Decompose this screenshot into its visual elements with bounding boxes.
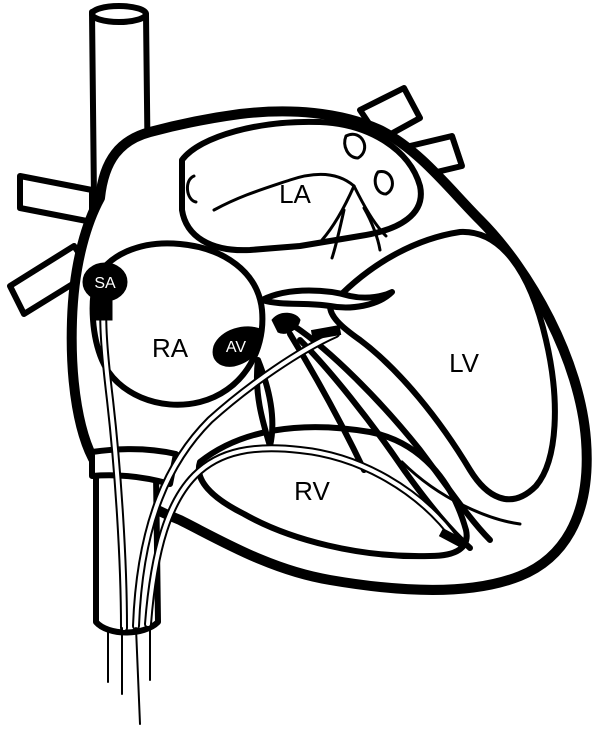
lv-label: LV bbox=[449, 348, 480, 378]
ra-label: RA bbox=[152, 333, 189, 363]
sa-node: SA bbox=[83, 263, 127, 301]
sa-node-label: SA bbox=[94, 275, 116, 292]
la-vein-opening-2 bbox=[345, 134, 365, 158]
rv-label: RV bbox=[294, 476, 330, 506]
la-label: LA bbox=[279, 179, 311, 209]
la-vein-opening-3 bbox=[375, 171, 392, 194]
av-node-label: AV bbox=[226, 339, 246, 356]
